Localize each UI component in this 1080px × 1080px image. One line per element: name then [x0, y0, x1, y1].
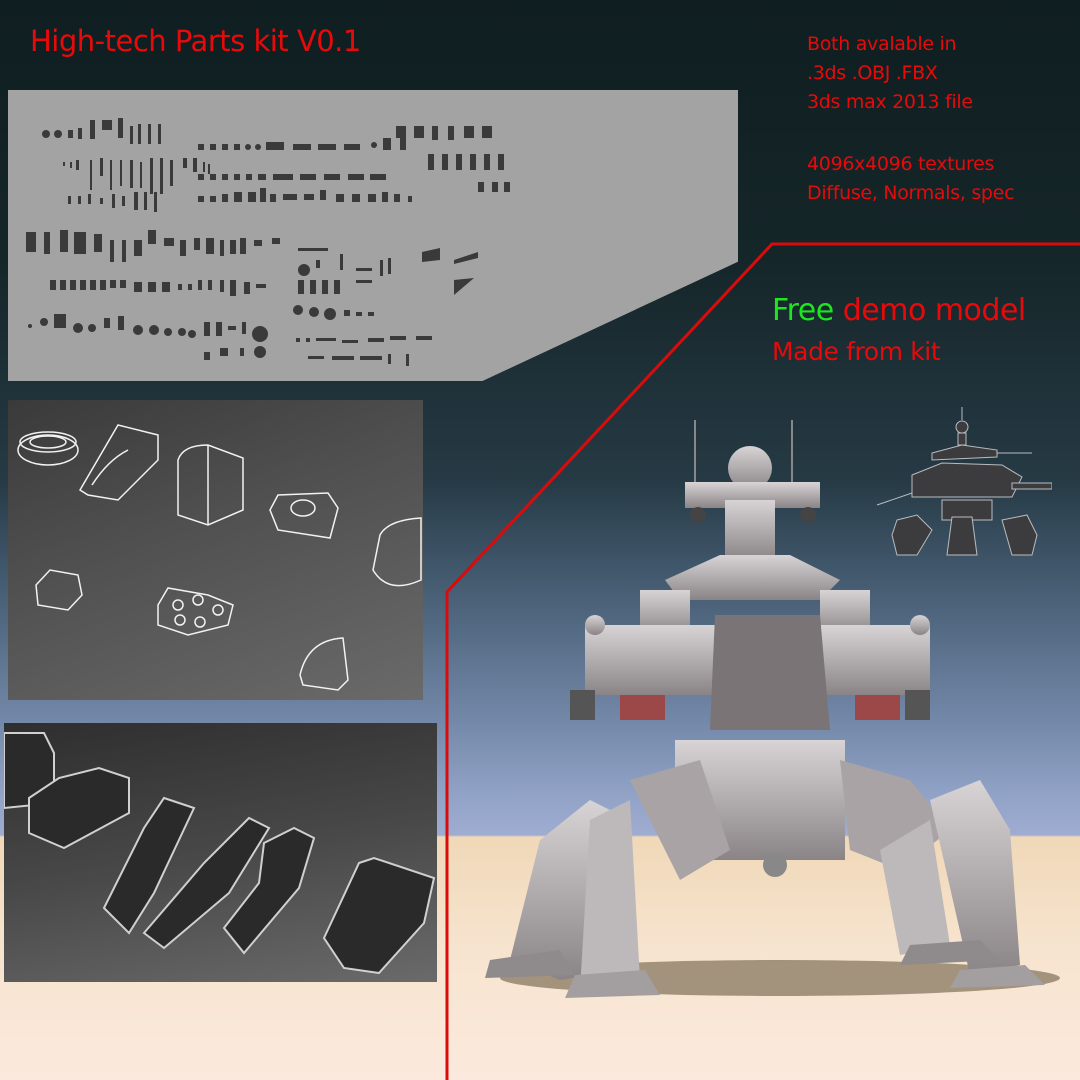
info-line: Both avalable in [807, 33, 957, 55]
textured-parts-image [4, 732, 436, 975]
demo-heading: Free demo model [772, 293, 1026, 328]
parts-kit-panel [8, 90, 738, 381]
main-robot-render [485, 420, 1060, 998]
info-line: .3ds .OBJ .FBX [807, 62, 938, 84]
wireframe-parts-image [17, 424, 422, 691]
format-info: Both avalable in .3ds .OBJ .FBX 3ds max … [807, 30, 1015, 208]
info-line: Diffuse, Normals, spec [807, 182, 1015, 204]
page-title: High-tech Parts kit V0.1 [30, 24, 361, 58]
info-line: 4096x4096 textures [807, 153, 995, 175]
parts-grid-image [26, 118, 510, 366]
made-from-kit-label: Made from kit [772, 337, 941, 366]
free-label: Free [772, 293, 834, 328]
info-line: 3ds max 2013 file [807, 91, 973, 113]
mini-robot-render [876, 407, 1052, 556]
demo-label: demo model [842, 293, 1027, 328]
wireframe-panel [8, 400, 423, 700]
textured-parts-panel [4, 723, 437, 982]
